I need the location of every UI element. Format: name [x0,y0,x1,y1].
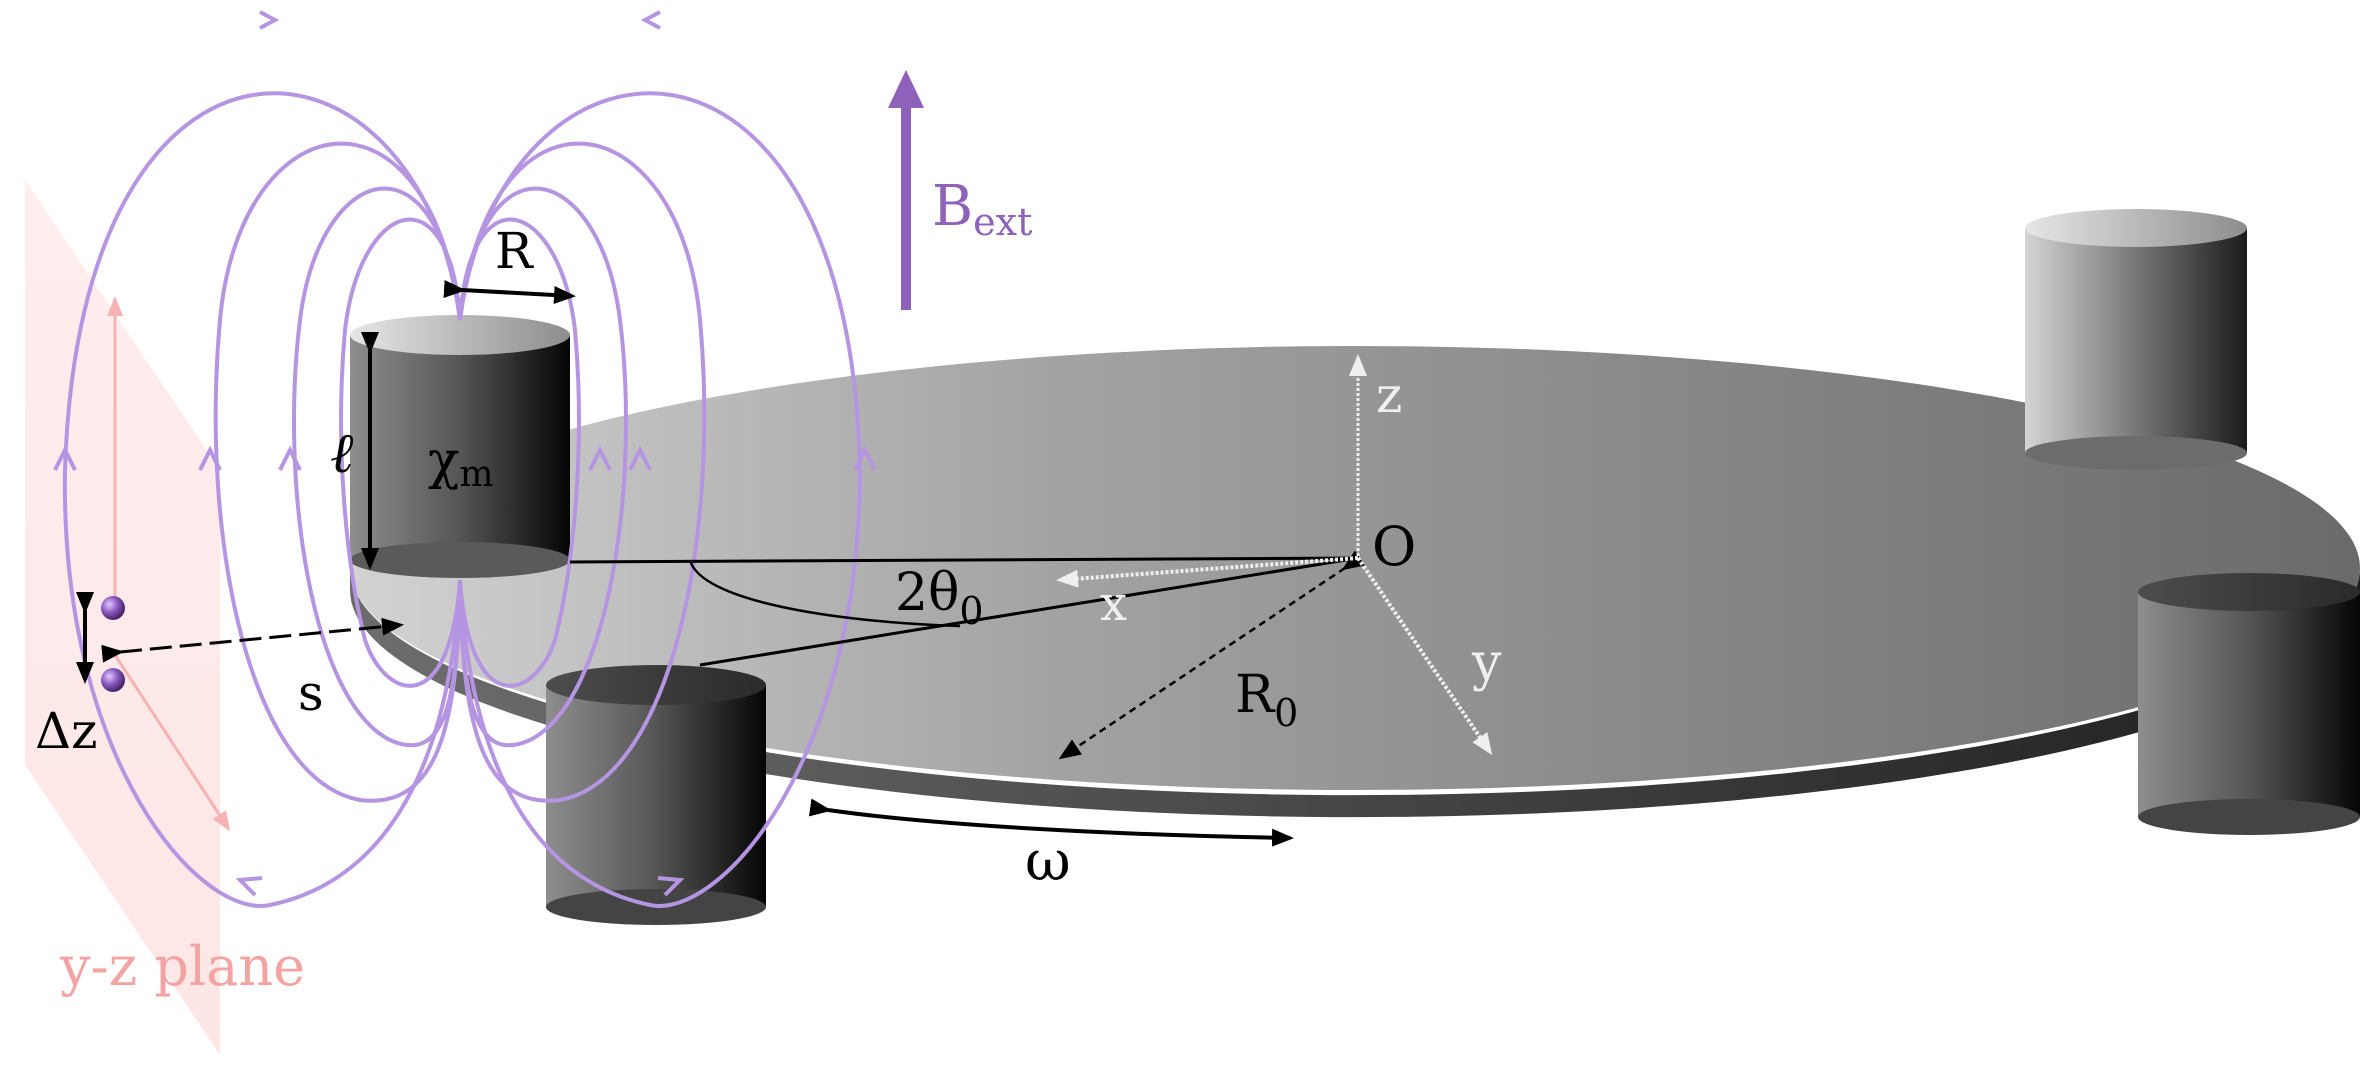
plane-label: y-z plane [59,935,305,998]
omega-arrow [808,798,1294,847]
b-ext-label: Bext [932,174,1032,244]
ring-radius-label: R0 [1235,665,1298,735]
delta-z-label: Δz [35,702,97,760]
omega-label: ω [1025,829,1071,894]
radius-label: R [495,222,534,280]
radius-arrow [443,280,576,305]
cylinder-back-right [2025,209,2247,470]
y-axis-label: y [1471,633,1502,693]
separation-label: s [298,664,324,722]
plane-y-arrow [113,654,231,832]
origin-label: O [1372,515,1416,578]
b-ext-arrowhead [888,70,924,108]
susceptibility-label: χm [428,431,494,495]
y-z-plane [25,180,220,1055]
test-mass-upper [101,596,125,620]
angle-arc [688,559,961,628]
y-axis-arrow [1356,556,1493,756]
z-axis-label: z [1376,366,1402,424]
magnet-cylinder [350,315,570,578]
separation-arrow [101,617,404,663]
test-mass-lower [101,668,125,692]
cylinder-front-right [2138,573,2360,835]
angle-label: 2θ0 [895,563,984,633]
r0-arrow [1058,550,1365,760]
length-label: ℓ [330,421,354,486]
x-axis-label: x [1100,576,1127,632]
